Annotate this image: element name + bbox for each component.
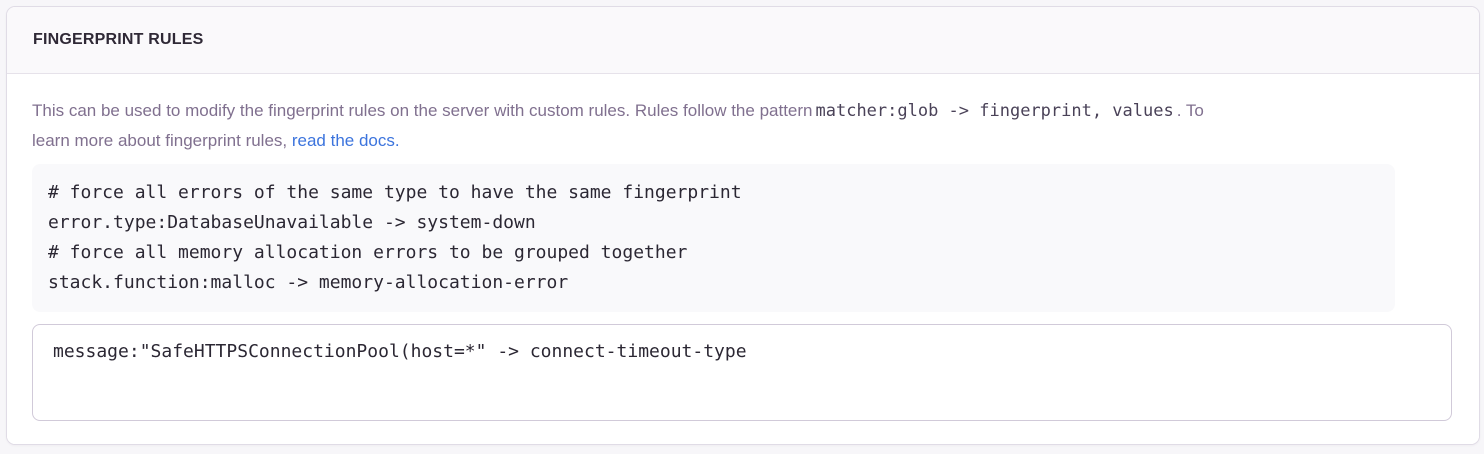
panel-title: FINGERPRINT RULES bbox=[33, 31, 204, 48]
panel-body: This can be used to modify the fingerpri… bbox=[7, 74, 1479, 444]
fingerprint-rules-panel: FINGERPRINT RULES This can be used to mo… bbox=[6, 6, 1480, 445]
fingerprint-rules-input[interactable]: message:"SafeHTTPSConnectionPool(host=*"… bbox=[32, 324, 1452, 421]
description-part1: This can be used to modify the fingerpri… bbox=[32, 101, 813, 120]
example-code-block: # force all errors of the same type to h… bbox=[32, 164, 1395, 312]
read-the-docs-link[interactable]: read the docs. bbox=[291, 131, 400, 150]
description-part2: . To bbox=[1176, 101, 1204, 120]
description: This can be used to modify the fingerpri… bbox=[32, 96, 1452, 156]
panel-header: FINGERPRINT RULES bbox=[7, 7, 1479, 74]
description-part3: learn more about fingerprint rules, bbox=[32, 131, 292, 150]
pattern-inline-code: matcher:glob -> fingerprint, values bbox=[815, 101, 1174, 121]
